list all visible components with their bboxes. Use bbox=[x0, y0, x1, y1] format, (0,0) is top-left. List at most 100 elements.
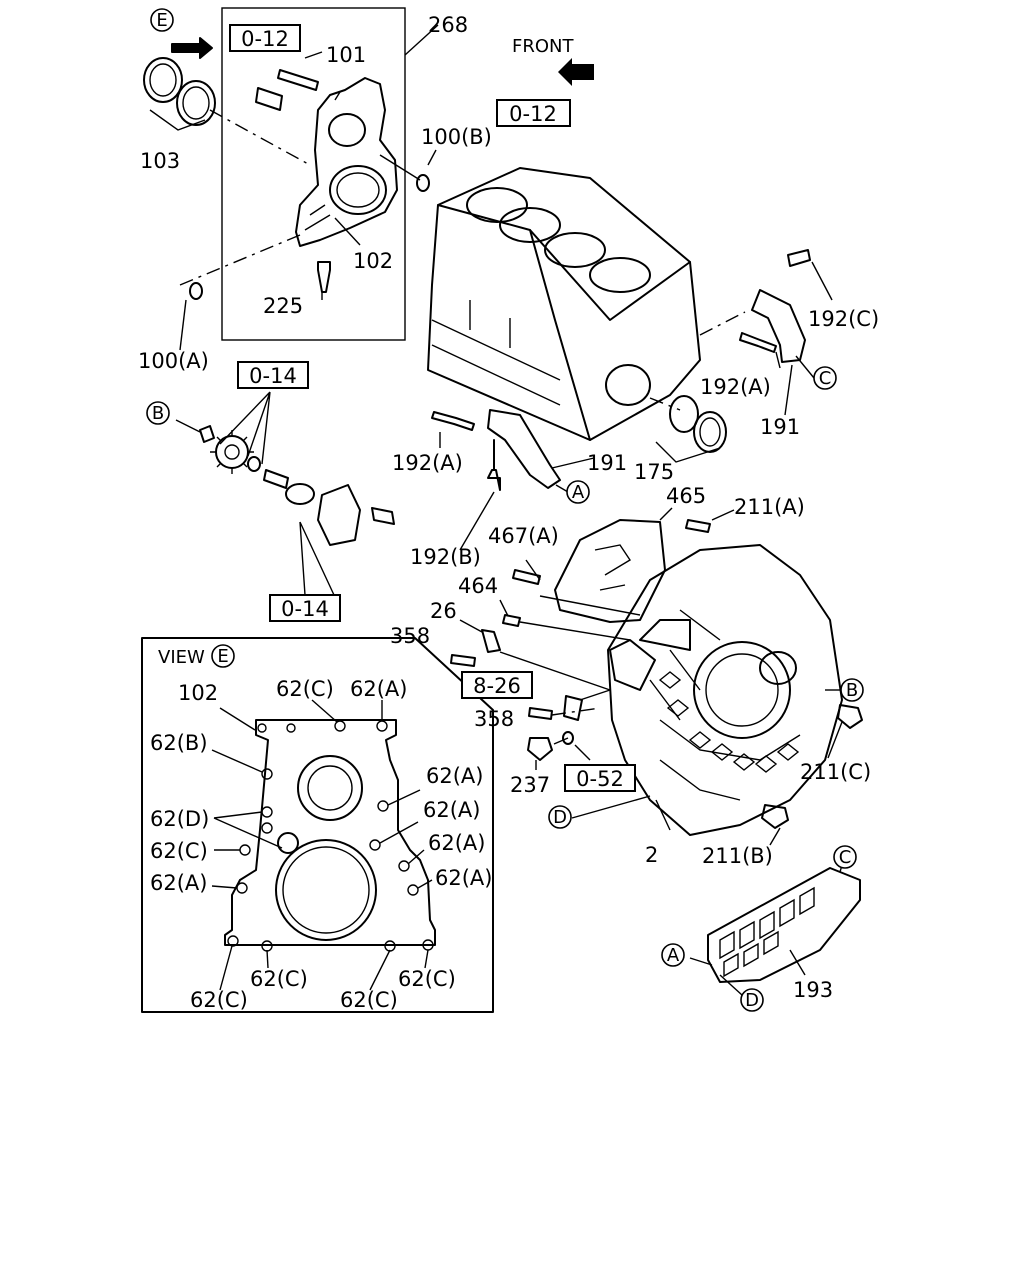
view-label-62c-2: 62(C) bbox=[150, 839, 208, 863]
small-hardware bbox=[450, 507, 863, 846]
bolt-192c bbox=[787, 249, 811, 267]
ref-text-2: 0-12 bbox=[509, 102, 557, 126]
view-label-62c-3: 62(C) bbox=[250, 967, 308, 991]
view-frame bbox=[141, 637, 494, 1013]
bolt-467a bbox=[512, 569, 541, 585]
label-192a-mid: 192(A) bbox=[392, 451, 463, 475]
label-103: 103 bbox=[140, 149, 180, 173]
view-label-62a-2: 62(A) bbox=[426, 764, 483, 788]
bolt-192a-right bbox=[739, 332, 777, 353]
circle-e-top: E bbox=[156, 10, 167, 31]
bore-4 bbox=[589, 257, 651, 293]
view-label-62c-5: 62(C) bbox=[190, 988, 248, 1012]
ref-box-2 bbox=[496, 99, 571, 127]
oil-seal-inner bbox=[176, 80, 216, 126]
label-268: 268 bbox=[428, 13, 468, 37]
ref-text-3: 0-14 bbox=[249, 364, 297, 388]
view-label-62c-1: 62(C) bbox=[276, 677, 334, 701]
idler-shaft bbox=[263, 469, 289, 489]
circle-d-left: D bbox=[553, 807, 567, 828]
front-label: FRONT bbox=[512, 36, 574, 57]
idler-housing bbox=[317, 484, 361, 546]
view-label-102: 102 bbox=[178, 681, 218, 705]
bolt-192a-left bbox=[431, 411, 475, 431]
view-label-62a-5: 62(A) bbox=[150, 871, 207, 895]
bolt-225 bbox=[317, 261, 331, 293]
label-465: 465 bbox=[666, 484, 706, 508]
bore-3 bbox=[544, 232, 606, 268]
part-labels: 268 101 103 100(B) 102 225 100(A) 192(C)… bbox=[138, 13, 879, 1002]
fitting-26 bbox=[481, 629, 501, 653]
view-direction-arrow bbox=[171, 37, 213, 59]
front-cover-group bbox=[143, 7, 439, 351]
bore-1 bbox=[466, 187, 528, 223]
label-358-top: 358 bbox=[390, 624, 430, 648]
clip bbox=[563, 695, 583, 721]
bolt-358-bottom bbox=[528, 707, 553, 720]
bolt-211b bbox=[761, 804, 789, 829]
circle-c-right: C bbox=[819, 368, 832, 389]
dowel-464 bbox=[502, 614, 521, 627]
circle-b-right: B bbox=[846, 680, 858, 701]
label-101: 101 bbox=[326, 43, 366, 67]
front-cover-frame bbox=[221, 7, 406, 341]
crank-bore bbox=[605, 364, 651, 406]
circle-c-bottom: C bbox=[839, 847, 852, 868]
bracket-group bbox=[431, 249, 833, 551]
view-label-62a-6: 62(A) bbox=[435, 866, 492, 890]
flywheel-housing bbox=[607, 544, 843, 836]
bolt-211a bbox=[685, 519, 711, 533]
ref-text-4: 0-14 bbox=[281, 597, 329, 621]
bracket-191-left bbox=[487, 409, 561, 489]
view-label-62c-4: 62(C) bbox=[398, 967, 456, 991]
cover-193 bbox=[689, 864, 861, 996]
ref-text-1: 0-12 bbox=[241, 27, 289, 51]
view-cover-outline bbox=[224, 719, 436, 946]
label-211c: 211(C) bbox=[800, 760, 871, 784]
front-arrow-icon bbox=[558, 58, 594, 86]
o-ring-100b bbox=[416, 174, 430, 192]
washer bbox=[562, 731, 574, 745]
view-labels: VIEW 102 62(C) 62(A) 62(B) 62(A) 62(D) 6… bbox=[150, 647, 492, 1012]
label-464: 464 bbox=[458, 574, 498, 598]
circle-callouts: E B C A B D C A D E bbox=[146, 8, 864, 1012]
rear-oil-seals bbox=[649, 395, 727, 463]
bracket-191-right bbox=[751, 289, 806, 363]
bolt-101 bbox=[277, 69, 319, 91]
ref-box-3 bbox=[237, 361, 309, 389]
label-175: 175 bbox=[634, 460, 674, 484]
label-100b: 100(B) bbox=[421, 125, 492, 149]
bore-2 bbox=[499, 207, 561, 243]
label-211b: 211(B) bbox=[702, 844, 773, 868]
nut bbox=[199, 425, 215, 443]
label-467a: 467(A) bbox=[488, 524, 559, 548]
bolt-237 bbox=[527, 737, 553, 761]
label-225: 225 bbox=[263, 294, 303, 318]
ref-text-5: 8-26 bbox=[473, 674, 521, 698]
circle-a-bottom: A bbox=[667, 945, 680, 966]
label-192c: 192(C) bbox=[808, 307, 879, 331]
view-label-62d: 62(D) bbox=[150, 807, 209, 831]
o-ring bbox=[285, 483, 315, 505]
label-358-bottom: 358 bbox=[474, 707, 514, 731]
ref-box-4 bbox=[269, 594, 341, 622]
label-237: 237 bbox=[510, 773, 550, 797]
o-ring-100a bbox=[189, 282, 203, 300]
view-small-hole bbox=[297, 755, 363, 821]
cover-large-hole bbox=[329, 165, 387, 215]
circle-d-bottom: D bbox=[745, 990, 759, 1011]
label-191-right: 191 bbox=[760, 415, 800, 439]
cylinder-block bbox=[427, 167, 701, 441]
view-label-62c-6: 62(C) bbox=[340, 988, 398, 1012]
label-211a: 211(A) bbox=[734, 495, 805, 519]
view-label-62a-3: 62(A) bbox=[423, 798, 480, 822]
label-192b: 192(B) bbox=[410, 545, 481, 569]
label-2: 2 bbox=[645, 843, 658, 867]
ref-box-6 bbox=[564, 764, 636, 792]
ref-box-5 bbox=[461, 671, 533, 699]
oil-seal-outer bbox=[143, 57, 183, 103]
view-large-hole bbox=[275, 839, 377, 941]
view-letter: E bbox=[217, 646, 228, 667]
ref-boxes: 0-12 0-12 0-14 0-14 8-26 0-52 bbox=[229, 24, 636, 792]
